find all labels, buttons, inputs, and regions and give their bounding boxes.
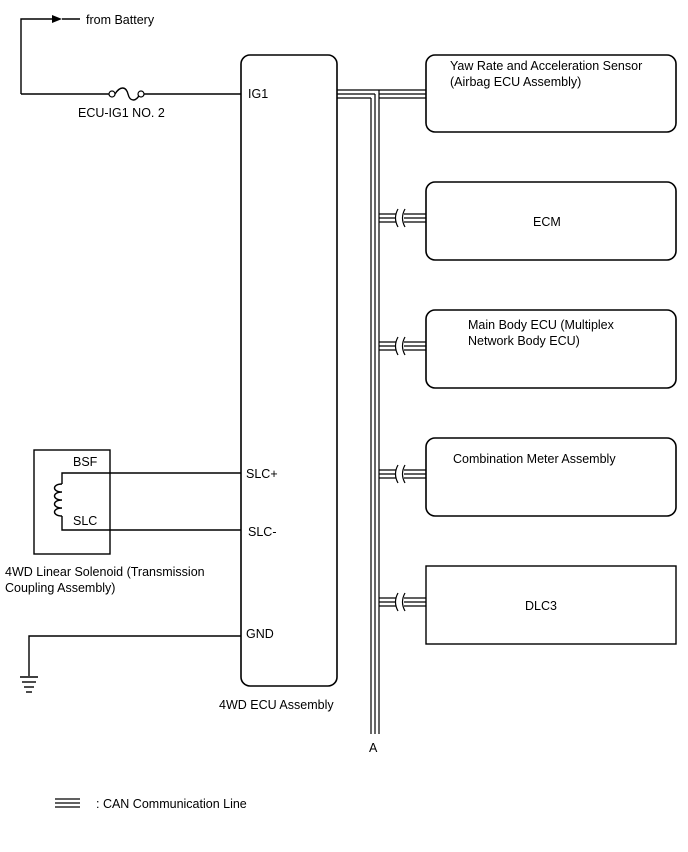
ground-wire <box>28 635 241 676</box>
battery-wire <box>20 18 52 94</box>
legend-label: : CAN Communication Line <box>96 797 247 811</box>
arrow-icon <box>52 15 62 23</box>
module-label-line2: Network Body ECU) <box>468 334 580 348</box>
module-main-body-ecu: Main Body ECU (Multiplex Network Body EC… <box>425 309 677 389</box>
solenoid-box <box>33 449 111 555</box>
line-break-icon <box>401 464 406 484</box>
module-dlc3: DLC3 <box>425 565 677 645</box>
module-label-line1: Main Body ECU (Multiplex <box>468 318 615 332</box>
fuse-terminal-right <box>137 90 145 98</box>
ecu-assembly: IG1 SLC+ SLC- GND 4WD ECU Assembly <box>219 54 338 712</box>
line-break-icon <box>394 336 399 356</box>
module-box <box>425 309 677 389</box>
ecu-pin-gnd: GND <box>246 627 274 641</box>
module-label-line1: Combination Meter Assembly <box>453 452 616 466</box>
line-break-icon <box>394 208 399 228</box>
battery-label: from Battery <box>86 13 155 27</box>
module-combination-meter: Combination Meter Assembly <box>425 437 677 517</box>
solenoid-name-line1: 4WD Linear Solenoid (Transmission <box>5 565 205 579</box>
module-yaw-rate-sensor: Yaw Rate and Acceleration Sensor (Airbag… <box>425 54 677 133</box>
line-break-icon <box>401 336 406 356</box>
line-break-icon <box>394 592 399 612</box>
module-label-line1: ECM <box>533 215 561 229</box>
fuse-circuit: ECU-IG1 NO. 2 <box>21 87 241 120</box>
ecu-pin-slc-plus: SLC+ <box>246 467 278 481</box>
module-label-line2: (Airbag ECU Assembly) <box>450 75 581 89</box>
fuse-label: ECU-IG1 NO. 2 <box>78 106 165 120</box>
can-bus: A <box>337 89 426 755</box>
linear-solenoid: BSF SLC 4WD Linear Solenoid (Transmissio… <box>5 449 241 595</box>
bus-end-label: A <box>369 741 378 755</box>
ecu-pin-ig1: IG1 <box>248 87 268 101</box>
module-box <box>425 565 677 645</box>
module-box <box>425 181 677 261</box>
solenoid-pin-bsf: BSF <box>73 455 98 469</box>
module-box <box>425 437 677 517</box>
line-break-icon <box>401 208 406 228</box>
module-ecm: ECM <box>425 181 677 261</box>
ecu-box <box>240 54 338 687</box>
ecu-pin-slc-minus: SLC- <box>248 525 276 539</box>
module-label-line1: DLC3 <box>525 599 557 613</box>
solenoid-name-line2: Coupling Assembly) <box>5 581 115 595</box>
slc-minus-wire <box>61 516 241 531</box>
module-label-line1: Yaw Rate and Acceleration Sensor <box>450 59 642 73</box>
battery-feed: from Battery <box>20 13 155 94</box>
fuse-icon <box>114 87 141 101</box>
fuse-terminal-left <box>108 90 116 98</box>
ground-circuit <box>20 635 241 693</box>
legend: : CAN Communication Line <box>55 797 247 811</box>
line-break-icon <box>401 592 406 612</box>
slc-plus-wire <box>61 472 241 484</box>
coil-icon <box>53 483 63 517</box>
ecu-name: 4WD ECU Assembly <box>219 698 334 712</box>
can-branches <box>379 208 426 612</box>
solenoid-pin-slc: SLC <box>73 514 97 528</box>
module-box <box>425 54 677 133</box>
line-break-icon <box>394 464 399 484</box>
